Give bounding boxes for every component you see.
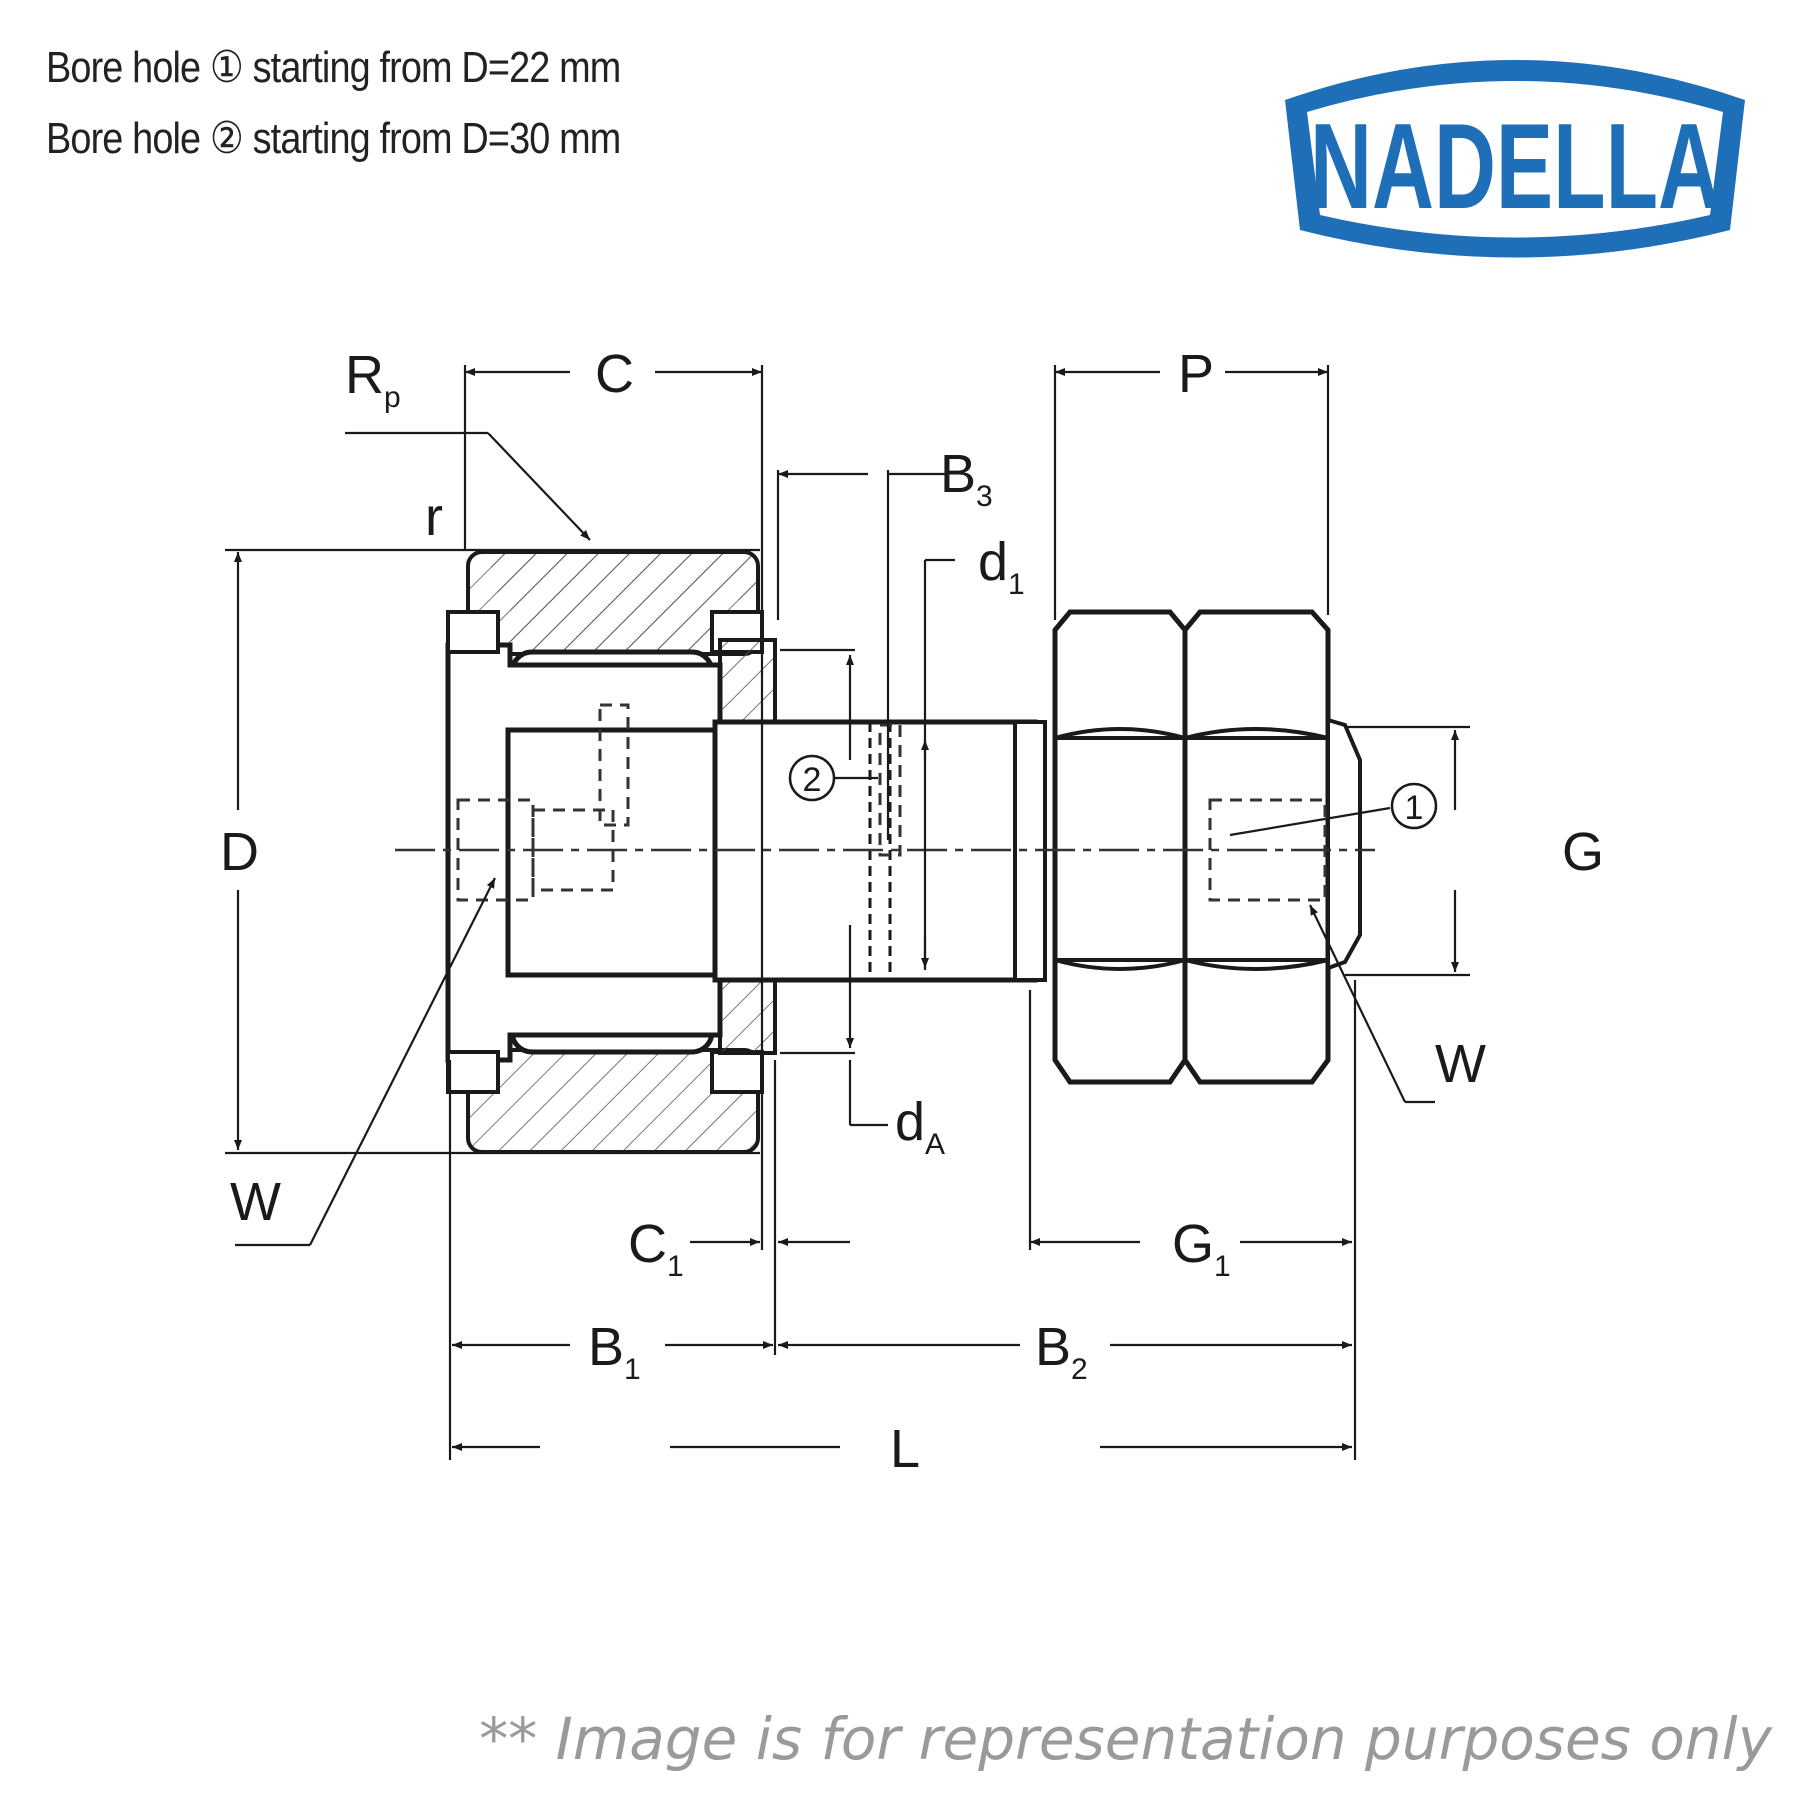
- bore-hole-note-2: Bore hole ② starting from D=30 mm: [46, 114, 621, 163]
- representation-disclaimer: ** Image is for representation purposes …: [479, 1705, 1772, 1773]
- callout-2: 2: [788, 754, 836, 802]
- label-B3: B3: [940, 444, 993, 513]
- outer-ring: [466, 545, 760, 1154]
- dimension-lines: [225, 365, 1470, 1460]
- label-D: D: [220, 822, 259, 882]
- label-G: G: [1562, 822, 1604, 882]
- nadella-logo: NADELLA: [1285, 60, 1745, 258]
- label-G1: G1: [1172, 1214, 1231, 1283]
- svg-text:2: 2: [803, 761, 822, 799]
- logo-text: NADELLA: [1310, 98, 1720, 234]
- label-Rp: Rp: [345, 345, 401, 414]
- label-C: C: [595, 344, 634, 404]
- callout-1: 1: [1390, 782, 1438, 830]
- label-d1: d1: [978, 532, 1025, 601]
- label-B1: B1: [588, 1317, 641, 1386]
- bore-hole-note-1: Bore hole ① starting from D=22 mm: [46, 43, 621, 92]
- label-r: r: [425, 487, 443, 547]
- side-washer: [718, 638, 777, 1055]
- label-P: P: [1178, 344, 1214, 404]
- svg-text:1: 1: [1405, 789, 1424, 827]
- label-L: L: [890, 1419, 920, 1479]
- label-W-right: W: [1435, 1034, 1486, 1094]
- label-B2: B2: [1035, 1317, 1088, 1386]
- hex-nuts: [1052, 609, 1362, 1085]
- label-W-left: W: [230, 1172, 281, 1232]
- label-dA: dA: [895, 1092, 945, 1161]
- label-C1: C1: [628, 1214, 684, 1283]
